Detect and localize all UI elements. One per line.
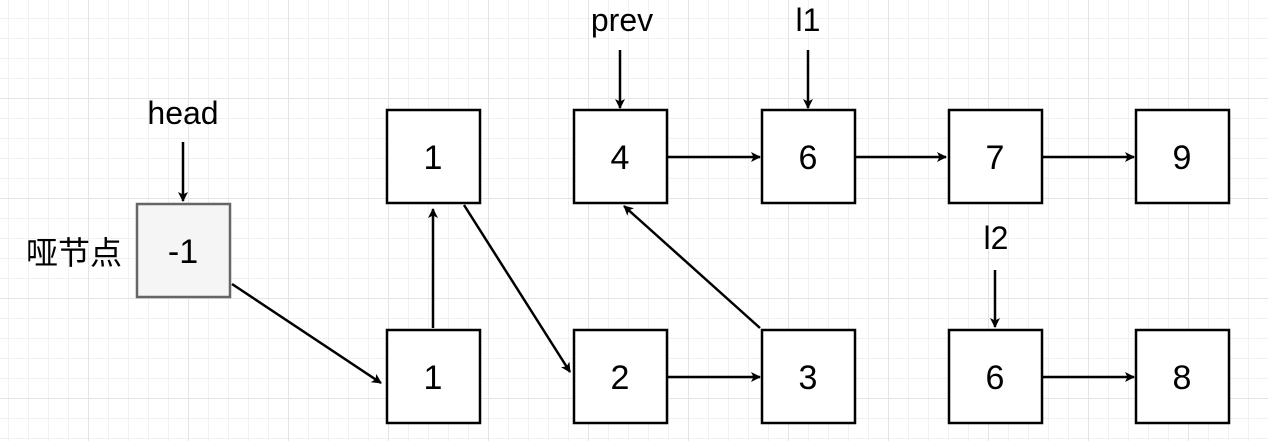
node-1-bottom-value: 1 [424, 359, 443, 397]
node-1-bottom: 1 [385, 328, 482, 425]
edge-1-top-to-2 [462, 204, 572, 373]
node-1-top: 1 [385, 108, 482, 205]
node-6-top-value: 6 [799, 139, 818, 177]
node-4: 4 [572, 108, 669, 205]
node-6-bottom: 6 [947, 328, 1044, 425]
node-1-top-value: 1 [424, 139, 443, 177]
node-2-value: 2 [611, 359, 630, 397]
node-8: 8 [1134, 328, 1231, 425]
l2-pointer-label: l2 [984, 220, 1009, 256]
prev-pointer-label: prev [591, 2, 653, 38]
node-9-value: 9 [1173, 139, 1192, 177]
head-pointer-label: head [147, 95, 218, 131]
node-dummy: -1 [135, 202, 232, 299]
l1-pointer-label: l1 [796, 2, 821, 38]
node-6-bottom-value: 6 [986, 359, 1005, 397]
node-9: 9 [1134, 108, 1231, 205]
node-3-value: 3 [799, 359, 818, 397]
node-dummy-value: -1 [168, 233, 198, 271]
dummy-node-label: 哑节点 [26, 235, 122, 271]
node-3: 3 [760, 328, 857, 425]
node-8-value: 8 [1173, 359, 1192, 397]
node-7: 7 [947, 108, 1044, 205]
node-4-value: 4 [611, 139, 630, 177]
node-7-value: 7 [986, 139, 1005, 177]
edge-3-to-4 [623, 205, 761, 329]
node-6-top: 6 [760, 108, 857, 205]
node-2: 2 [572, 328, 669, 425]
edge-dummy-to-1-bottom [231, 282, 382, 385]
